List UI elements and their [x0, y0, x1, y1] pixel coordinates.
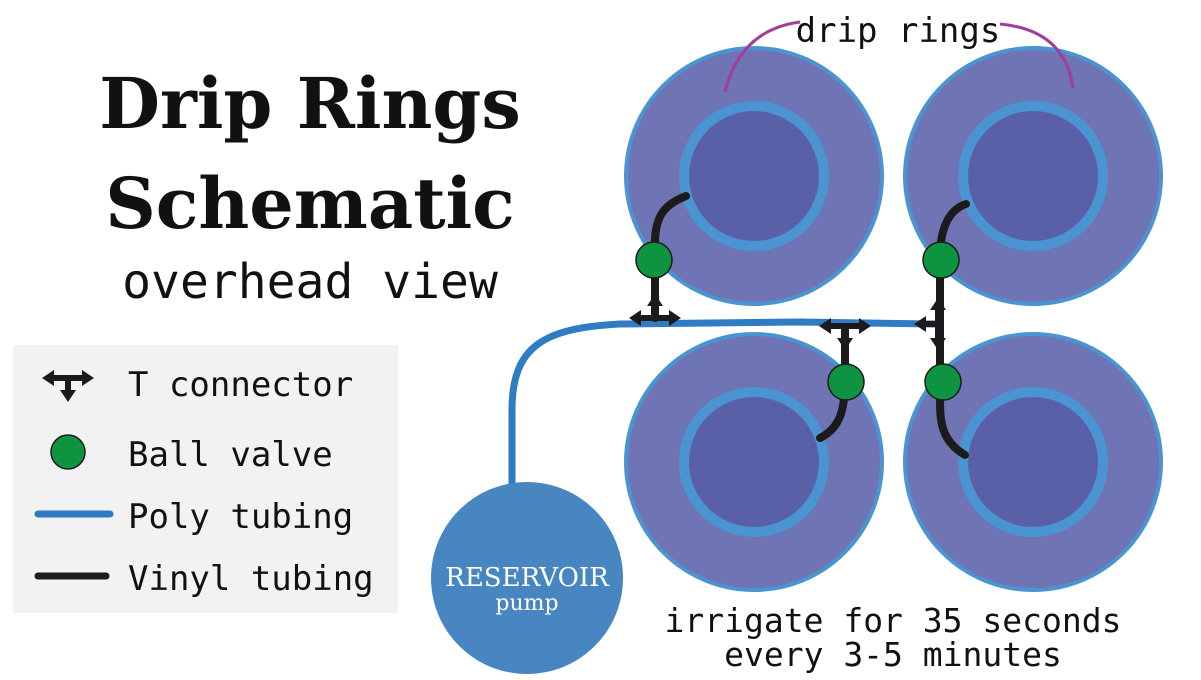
drip-rings-label: drip rings: [796, 11, 1001, 51]
pot-top-left: [624, 46, 884, 306]
drip-ring: [679, 101, 829, 251]
legend-ball-valve-icon: [50, 434, 86, 470]
reservoir-label: RESERVOIR: [445, 563, 610, 593]
subtitle: overhead view: [122, 254, 498, 310]
pot-top-right: [903, 46, 1163, 306]
vinyl-tubing-top-left: [651, 192, 690, 322]
pump-label: pump: [495, 591, 558, 616]
callout-arc-right: [999, 22, 1075, 89]
ball-valve-top-right: [922, 241, 960, 279]
drip-ring: [958, 101, 1108, 251]
legend-t-connector-label: T connector: [128, 365, 353, 405]
pot-bottom-left: [624, 332, 884, 592]
legend-box: [13, 345, 398, 613]
reservoir-tank: [431, 482, 623, 674]
pot-bottom-right: [903, 332, 1163, 592]
drip-ring: [958, 387, 1108, 537]
title-line-2: Schematic: [105, 162, 515, 245]
title-line-1: Drip Rings: [99, 62, 521, 145]
ball-valve-bottom-right: [924, 363, 962, 401]
poly-tubing-main-line: [508, 318, 939, 490]
legend-ball-valve-label: Ball valve: [128, 435, 333, 475]
legend-poly-tubing-label: Poly tubing: [128, 497, 353, 537]
ball-valve-top-left: [635, 241, 673, 279]
ball-valve-bottom-left: [827, 363, 865, 401]
drip-ring: [679, 387, 829, 537]
irrigate-note-line-2: every 3-5 minutes: [724, 635, 1062, 674]
callout-arc-left: [723, 20, 801, 93]
legend-vinyl-tubing-label: Vinyl tubing: [128, 559, 374, 599]
irrigate-note-line-1: irrigate for 35 seconds: [665, 601, 1122, 640]
